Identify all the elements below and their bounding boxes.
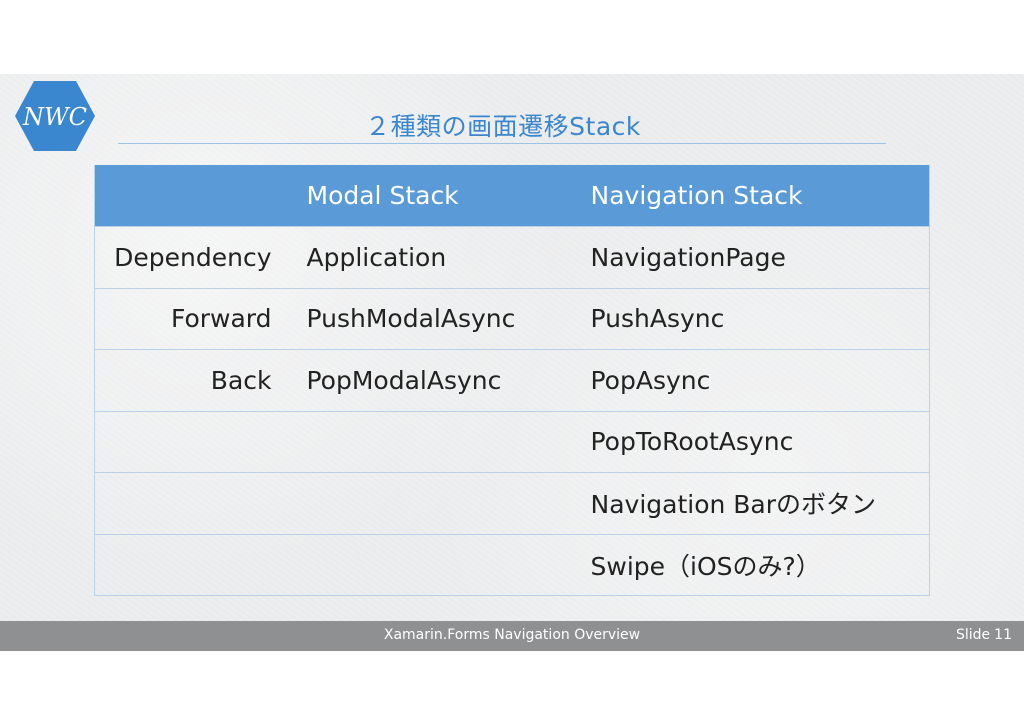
table-cell <box>289 472 573 534</box>
table-cell <box>94 533 290 596</box>
table-header-cell: Modal Stack <box>289 165 573 227</box>
slide-number-label: Slide <box>956 627 991 643</box>
table-cell: Application <box>289 226 573 288</box>
table-row: Dependency Application NavigationPage <box>94 226 930 288</box>
table-cell: PopAsync <box>572 349 930 411</box>
table-header-row: Modal Stack Navigation Stack <box>94 165 930 227</box>
slide-number-value: 11 <box>994 627 1012 643</box>
table-cell <box>289 410 573 473</box>
slide: NWC ２種類の画面遷移Stack Modal Stack Navigation… <box>0 74 1024 651</box>
table-cell: PushAsync <box>572 287 930 350</box>
table-row: PopToRootAsync <box>94 410 930 473</box>
table-cell <box>289 533 573 596</box>
table-row: Swipe（iOSのみ?） <box>94 533 930 596</box>
comparison-table: Modal Stack Navigation Stack Dependency … <box>94 165 930 596</box>
table-cell <box>94 410 290 473</box>
logo-text: NWC <box>22 103 87 131</box>
table-cell: NavigationPage <box>572 226 930 288</box>
table-row: Back PopModalAsync PopAsync <box>94 349 930 411</box>
table-cell: PushModalAsync <box>289 287 573 350</box>
logo: NWC <box>14 79 96 153</box>
table-cell: Back <box>94 349 290 411</box>
logo-hexagon-icon: NWC <box>15 81 95 151</box>
slide-title: ２種類の画面遷移Stack <box>365 112 641 141</box>
table-header-cell: Navigation Stack <box>572 165 930 227</box>
title-divider <box>118 143 886 144</box>
footer-presentation-title: Xamarin.Forms Navigation Overview <box>383 627 641 643</box>
table-cell: PopModalAsync <box>289 349 573 411</box>
table-cell: PopToRootAsync <box>572 410 930 473</box>
table-cell: Navigation Barのボタン <box>572 472 930 534</box>
table-cell <box>94 472 290 534</box>
table-cell: Dependency <box>94 226 290 288</box>
table-header-cell <box>94 165 290 227</box>
table-cell: Swipe（iOSのみ?） <box>572 533 930 596</box>
table-row: Forward PushModalAsync PushAsync <box>94 287 930 350</box>
table-row: Navigation Barのボタン <box>94 472 930 534</box>
table-cell: Forward <box>94 287 290 350</box>
